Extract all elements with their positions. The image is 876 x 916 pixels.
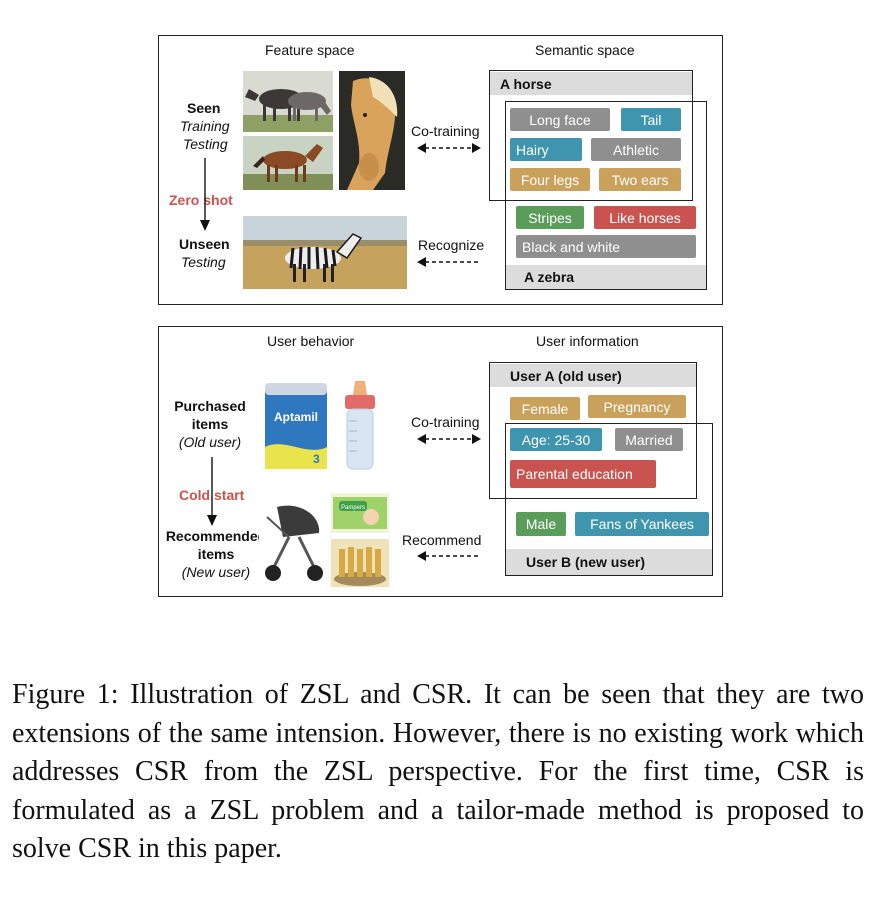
tag-male: Male <box>516 512 566 536</box>
down-arrow-icon <box>200 158 210 231</box>
left-arrow-icon <box>417 257 479 267</box>
user-behavior-header: User behavior <box>267 333 355 349</box>
tag-age: Age: 25-30 <box>510 428 602 451</box>
user-a-bar: User A (old user) <box>490 364 696 387</box>
new-user-label: (New user) <box>181 564 251 580</box>
unseen-testing-label: Testing <box>181 254 226 270</box>
seen-label: Seen <box>187 100 221 116</box>
tag-tail: Tail <box>621 108 681 131</box>
tag-four-legs: Four legs <box>510 168 590 191</box>
horse-attribute-box <box>489 70 693 201</box>
tag-athletic: Athletic <box>591 138 681 161</box>
horse-photo-palomino <box>339 71 405 190</box>
cold-start-label: Cold start <box>179 487 245 503</box>
rec-items-label: items <box>197 546 235 562</box>
double-arrow-icon <box>417 434 481 444</box>
left-arrow-icon <box>417 551 479 561</box>
unseen-label: Unseen <box>179 236 230 252</box>
zsl-panel: Feature space Semantic space Seen Traini… <box>158 35 723 305</box>
csr-panel: User behavior User information Purchased… <box>158 326 723 597</box>
user-b-box <box>505 423 713 576</box>
stroller-photo <box>259 497 329 583</box>
recommend-label: Recommend <box>402 532 482 548</box>
formula-brand-text: Aptamil <box>274 410 318 424</box>
tag-pregnancy: Pregnancy <box>588 395 686 418</box>
tag-hairy: Hairy <box>510 138 582 161</box>
feature-space-header: Feature space <box>265 42 355 58</box>
tag-like-horses: Like horses <box>594 206 696 229</box>
tag-stripes: Stripes <box>516 206 584 229</box>
recognize-label: Recognize <box>418 237 485 253</box>
purchased-label: Purchased <box>174 398 246 414</box>
testing-label: Testing <box>183 136 228 152</box>
horse-class-bar: A horse <box>490 72 692 95</box>
beer-photo <box>331 539 389 587</box>
items-label: items <box>191 416 229 432</box>
cotraining-label-top: Co-training <box>411 123 480 139</box>
tag-long-face: Long face <box>510 108 610 131</box>
tag-married: Married <box>615 428 683 451</box>
formula-can-photo: Aptamil 3 <box>259 377 333 473</box>
figure-caption: Figure 1: Illustration of ZSL and CSR. I… <box>12 679 864 864</box>
diapers-photo: Pampers <box>331 493 389 533</box>
tag-black-and-white: Black and white <box>516 235 696 258</box>
cotraining-label-bottom: Co-training <box>411 414 480 430</box>
user-b-bar: User B (new user) <box>506 549 712 575</box>
horse-photo-grazing <box>243 71 333 132</box>
zebra-photo <box>243 216 407 289</box>
tag-fans-of-yankees: Fans of Yankees <box>575 512 709 536</box>
recommended-label: Recommended <box>165 528 267 544</box>
semantic-space-header: Semantic space <box>535 42 635 58</box>
tag-parental-education: Parental education <box>510 460 656 488</box>
horse-photo-brown <box>243 136 333 190</box>
down-arrow-icon <box>207 457 217 526</box>
baby-bottle-photo <box>335 377 385 473</box>
double-arrow-icon <box>417 143 481 153</box>
old-user-label: (Old user) <box>178 434 242 450</box>
zebra-class-bar: A zebra <box>506 265 706 289</box>
diaper-brand-text: Pampers <box>341 505 365 511</box>
tag-female: Female <box>510 397 580 420</box>
formula-number-text: 3 <box>313 452 320 466</box>
user-information-header: User information <box>536 333 639 349</box>
tag-two-ears: Two ears <box>599 168 681 191</box>
training-label: Training <box>180 118 230 134</box>
zebra-attribute-box <box>505 101 707 290</box>
zero-shot-label: Zero shot <box>169 192 233 208</box>
user-a-box <box>489 362 697 499</box>
